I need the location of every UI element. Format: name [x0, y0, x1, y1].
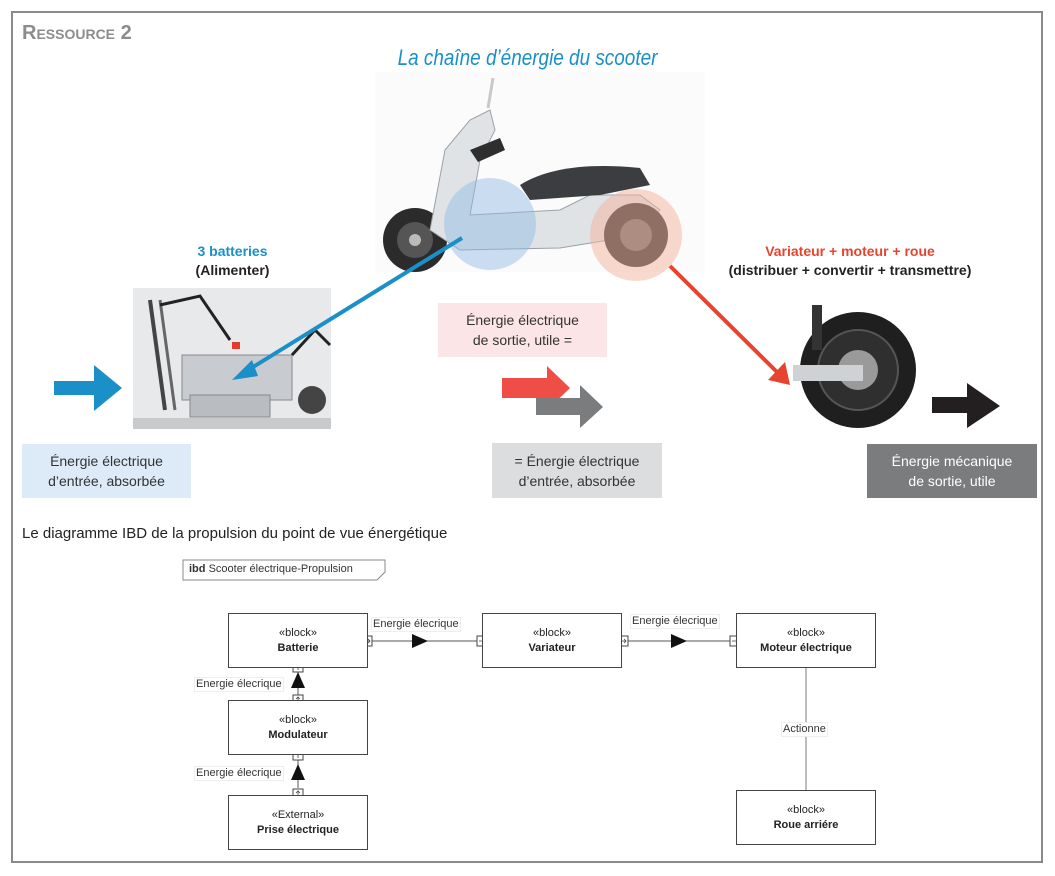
batteries-function: (Alimenter) — [195, 262, 270, 278]
block-moteur-electrique[interactable]: «block» Moteur électrique — [736, 613, 876, 668]
batteries-title: 3 batteries — [197, 243, 268, 259]
block-stereotype: «block» — [279, 626, 317, 639]
battery-frame-photo — [133, 288, 332, 429]
scooter-photo — [375, 72, 705, 281]
useful-output-box: Énergie électrique de sortie, utile = — [438, 303, 607, 357]
input-energy-arrow — [54, 365, 122, 411]
ibd-frame-name: Scooter électrique-Propulsion — [208, 563, 353, 575]
flow-arrow-prise-modulateur — [291, 764, 305, 780]
absorbed-input-line1: = Énergie électrique — [514, 452, 640, 469]
flow-label-modulateur-batterie: Energie élecrique — [194, 677, 284, 692]
flow-label-prise-modulateur: Energie élecrique — [194, 766, 284, 781]
mechanical-output-line2: de sortie, utile — [908, 473, 996, 489]
block-batterie[interactable]: «block» Batterie — [228, 613, 368, 668]
block-prise-electrique[interactable]: «External» Prise électrique — [228, 795, 368, 850]
block-stereotype: «External» — [271, 808, 325, 821]
ibd-caption: Le diagramme IBD de la propulsion du poi… — [22, 525, 448, 542]
block-stereotype: «block» — [279, 713, 317, 726]
block-name: Moteur électrique — [760, 641, 852, 654]
flow-arrow-modulateur-batterie — [291, 672, 305, 688]
page-title: La chaîne d’énergie du scooter — [397, 45, 658, 70]
mechanical-output-line1: Énergie mécanique — [891, 453, 1013, 469]
block-stereotype: «block» — [533, 626, 571, 639]
batteries-heading: 3 batteries (Alimenter) — [140, 242, 325, 280]
block-name: Variateur — [528, 641, 576, 654]
block-roue-arriere[interactable]: «block» Roue arriére — [736, 790, 876, 845]
block-stereotype: «block» — [787, 626, 825, 639]
input-energy-box: Énergie électrique d’entrée, absorbée — [22, 444, 191, 498]
rear-wheel-photo — [793, 300, 921, 428]
ibd-frame-tag-shape — [182, 559, 386, 581]
block-name: Prise électrique — [257, 823, 339, 836]
absorbed-input-line2: d’entrée, absorbée — [518, 472, 636, 489]
flow-arrow-variateur-moteur — [671, 634, 687, 648]
block-stereotype: «block» — [787, 803, 825, 816]
resource-frame — [11, 11, 1043, 863]
block-name: Batterie — [277, 641, 319, 654]
block-variateur[interactable]: «block» Variateur — [482, 613, 622, 668]
mechanical-output-box: Énergie mécanique de sortie, utile — [867, 444, 1037, 498]
absorbed-input-arrow — [536, 385, 603, 428]
wheel-pointer-line — [668, 264, 782, 377]
resource-label: Ressource 2 — [22, 22, 132, 44]
useful-output-line2: de sortie, utile = — [472, 332, 573, 348]
flow-arrow-batterie-variateur — [412, 634, 428, 648]
useful-output-line1: Énergie électrique — [466, 312, 579, 328]
block-name: Modulateur — [268, 728, 328, 741]
input-energy-line1: Énergie électrique — [50, 453, 163, 469]
flow-label-variateur-moteur: Energie élecrique — [630, 614, 720, 629]
input-energy-line2: d’entrée, absorbée — [48, 473, 165, 489]
wheel-pointer-arrowhead — [768, 362, 790, 385]
battery-pointer-line — [243, 236, 464, 374]
ibd-keyword: ibd — [189, 563, 206, 575]
block-modulateur[interactable]: «block» Modulateur — [228, 700, 368, 755]
mechanical-output-arrow — [932, 383, 1000, 428]
flow-label-batterie-variateur: Energie élecrique — [371, 617, 461, 632]
drivetrain-functions: (distribuer + convertir + transmettre) — [728, 262, 972, 278]
absorbed-input-box: = Énergie électrique d’entrée, absorbée — [492, 443, 662, 498]
drivetrain-title: Variateur + moteur + roue — [765, 243, 935, 259]
ibd-frame-tag: ibd Scooter électrique-Propulsion — [189, 563, 353, 575]
battery-pointer-arrowhead — [232, 360, 258, 380]
block-name: Roue arriére — [773, 818, 839, 831]
association-label-actionne: Actionne — [781, 722, 828, 737]
drivetrain-heading: Variateur + moteur + roue (distribuer + … — [700, 242, 1000, 280]
